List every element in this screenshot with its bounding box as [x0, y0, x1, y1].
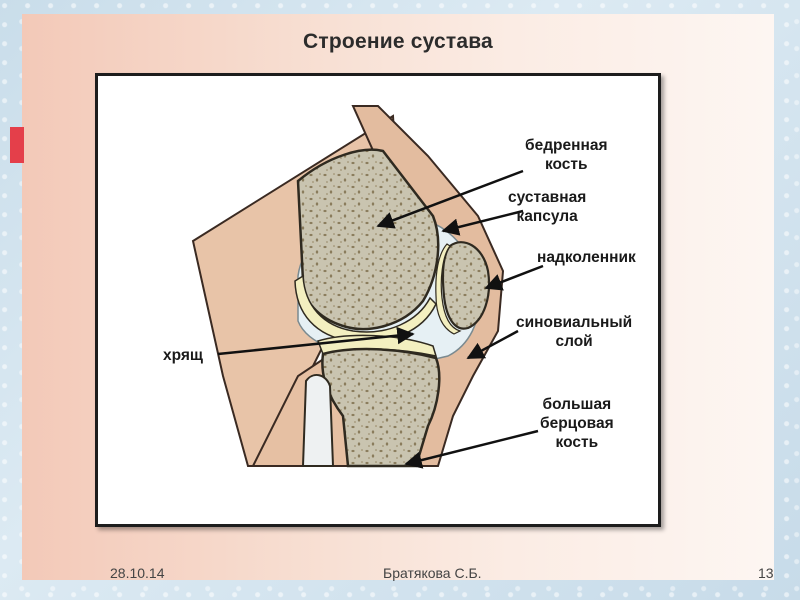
label-cartilage: хрящ — [163, 347, 204, 364]
label-tibia: большая берцовая кость — [540, 396, 614, 451]
arrow-tibia — [404, 429, 539, 469]
arrow-cartilage — [217, 326, 415, 356]
footer-date: 28.10.14 — [110, 565, 165, 581]
arrow-patella — [484, 264, 544, 291]
label-synovial: синовиальный слой — [516, 314, 633, 350]
footer-author: Братякова С.Б. — [383, 565, 482, 581]
femur-bone — [296, 148, 440, 331]
arrow-femur — [376, 169, 524, 229]
accent-tab — [10, 127, 24, 163]
knee-joint-diagram — [191, 105, 544, 469]
slide-title: Строение сустава — [303, 30, 493, 53]
fibula-bone — [301, 374, 335, 467]
footer-page-number: 13 — [758, 565, 774, 581]
arrow-capsule — [441, 209, 524, 236]
patella-bone — [441, 241, 491, 330]
label-capsule: суставная капсула — [508, 189, 587, 225]
patella-cartilage — [435, 243, 462, 335]
label-femur: бедренная кость — [525, 137, 608, 173]
arrow-synovial — [466, 329, 519, 360]
label-patella: надколенник — [537, 249, 636, 266]
diagram-frame — [95, 73, 661, 527]
